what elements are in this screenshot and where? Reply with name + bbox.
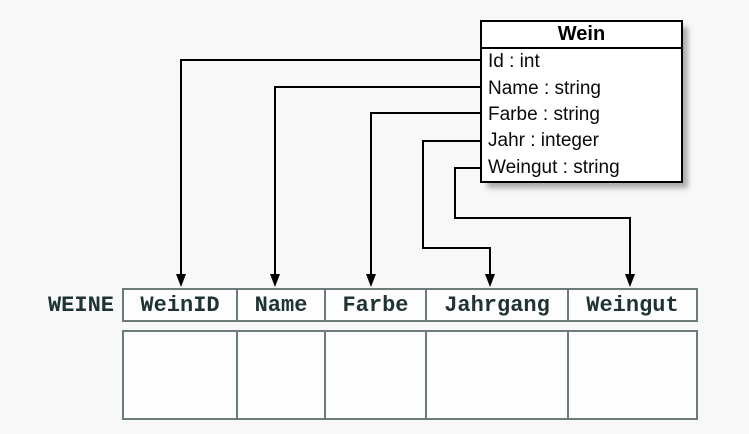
connector-farbe-to-farbe xyxy=(366,112,480,287)
class-attribute-weingut: Weingut : string xyxy=(488,156,620,178)
column-header-name: Name xyxy=(236,290,324,320)
class-title: Wein xyxy=(482,22,681,49)
table-cell-name xyxy=(236,332,324,418)
table-cell-weinid xyxy=(124,332,236,418)
column-header-farbe: Farbe xyxy=(324,290,425,320)
uml-class-wein: Wein Id : int Name : string Farbe : stri… xyxy=(480,20,683,183)
class-attribute-jahr: Jahr : integer xyxy=(488,130,599,152)
column-header-weingut: Weingut xyxy=(567,290,696,320)
column-header-jahrgang: Jahrgang xyxy=(425,290,567,320)
class-attribute-id: Id : int xyxy=(488,51,540,73)
class-attribute-name: Name : string xyxy=(488,77,601,99)
table-name-label: WEINE xyxy=(47,292,114,318)
connector-weingut-to-weingut xyxy=(454,167,635,287)
connector-name-to-name xyxy=(270,86,480,287)
table-header-row: WeinID Name Farbe Jahrgang Weingut xyxy=(122,288,698,322)
table-body-row xyxy=(122,330,698,420)
class-attribute-farbe: Farbe : string xyxy=(488,104,600,126)
table-cell-weingut xyxy=(567,332,696,418)
connector-id-to-weinid xyxy=(176,59,480,287)
table-cell-jahrgang xyxy=(425,332,567,418)
column-header-weinid: WeinID xyxy=(140,292,220,318)
table-cell-farbe xyxy=(324,332,425,418)
class-attribute-list: Id : int Name : string Farbe : string Ja… xyxy=(482,49,681,181)
